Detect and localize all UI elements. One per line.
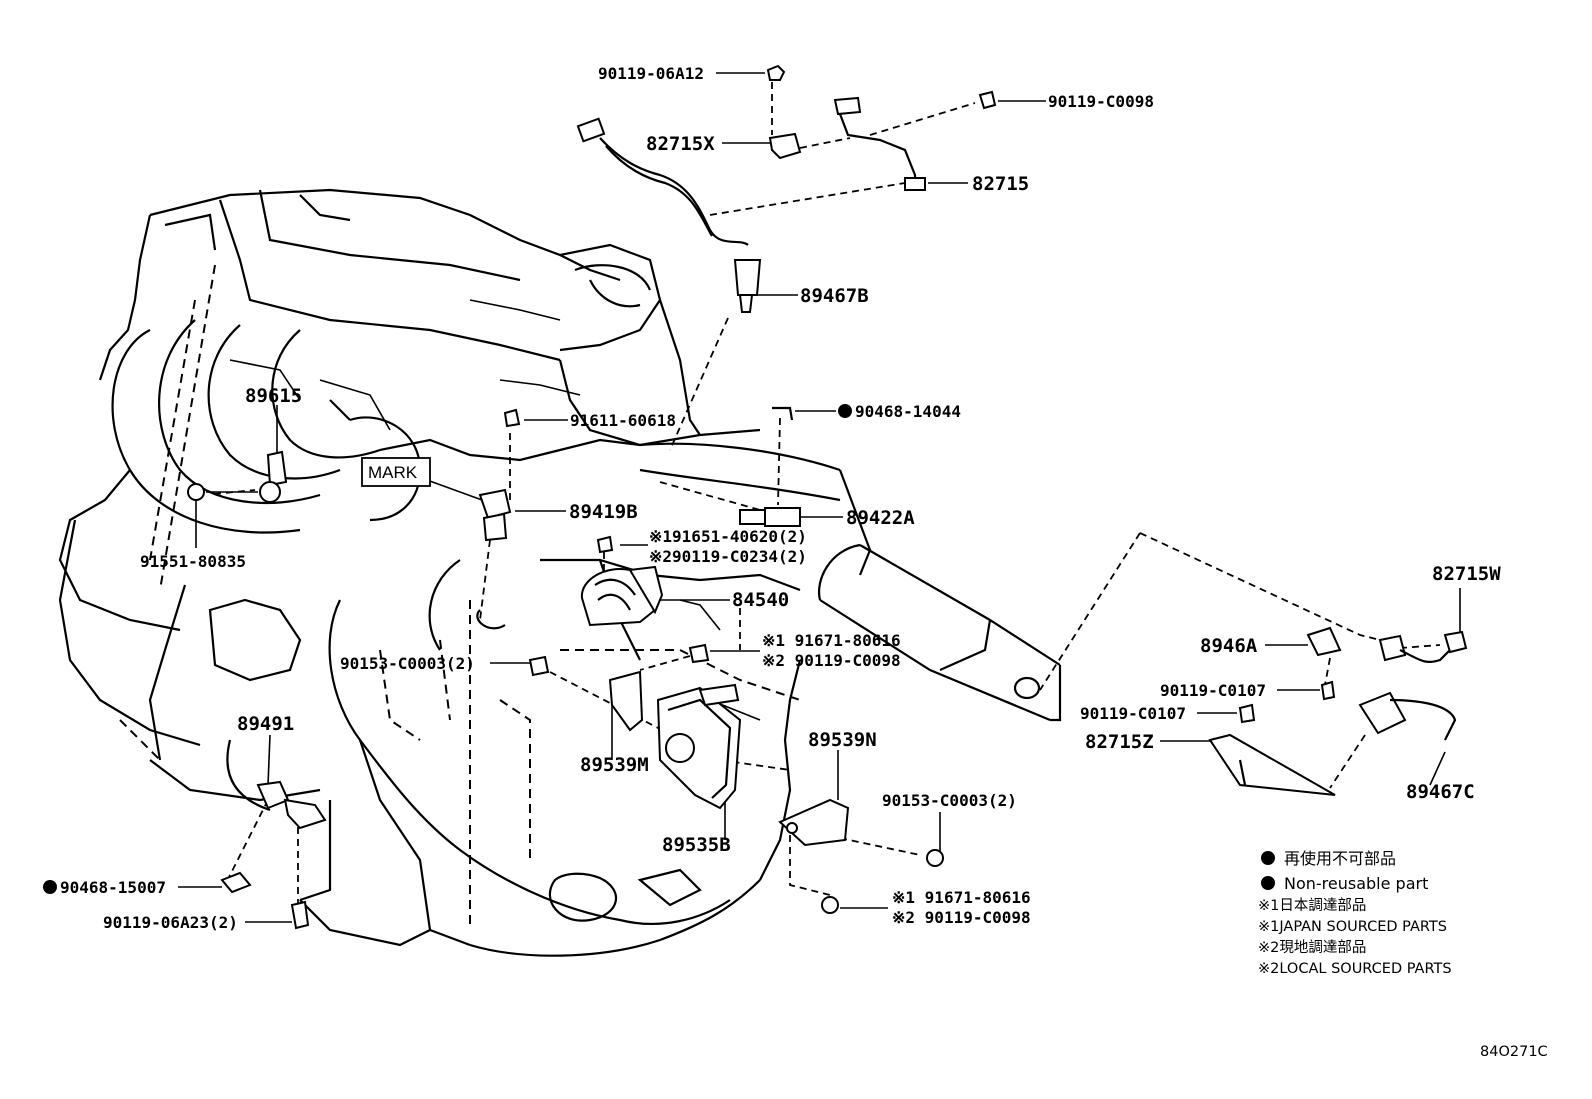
harness-82715 (833, 90, 997, 191)
non-reusable-marker (1261, 876, 1275, 890)
bracket-89539M (608, 670, 644, 732)
part-label: 82715W (1432, 563, 1501, 585)
sensor-89491 (220, 780, 327, 930)
ecu-89535B (656, 643, 742, 810)
part-label: 82715 (972, 173, 1029, 195)
sensor-harness-89467B (576, 117, 762, 313)
part-label: 91611-60618 (570, 411, 676, 430)
part-label: 90119-06A12 (598, 64, 704, 83)
part-label: 90153-C0003(2) (882, 791, 1017, 810)
speed-sensor-89419B (404, 408, 521, 542)
part-label: 89539M (580, 754, 649, 776)
temp-sensor-89422A (739, 406, 801, 527)
legend-note2-en: ※2LOCAL SOURCED PARTS (1258, 961, 1452, 977)
legend: 再使用不可部品 Non-reusable part ※1日本調達部品 ※1JAP… (1258, 849, 1452, 977)
part-label: 89535B (662, 834, 731, 856)
part-label: ※191651-40620(2) (649, 527, 807, 546)
mark-box: MARK (361, 457, 431, 487)
part-label: ※2 90119-C0098 (892, 908, 1031, 927)
part-label: 89491 (237, 713, 294, 735)
part-label: 90119-C0098 (1048, 92, 1154, 111)
legend-non-reusable-en: Non-reusable part (1284, 874, 1428, 893)
part-label: ※2 90119-C0098 (762, 651, 901, 670)
part-label: 89419B (569, 501, 638, 523)
part-label: 82715X (646, 133, 715, 155)
legend-note2-jp: ※2現地調達部品 (1258, 939, 1366, 956)
part-label: ※1 91671-80616 (762, 631, 901, 650)
part-label: 90468-15007 (60, 878, 166, 897)
part-label: 90119-C0107 (1080, 704, 1186, 723)
part-labels: 90119-06A12 90119-C0098 82715X 82715 894… (43, 64, 1501, 932)
part-label: 89539N (808, 729, 877, 751)
part-label: 84540 (732, 589, 789, 611)
part-label: 90468-14044 (855, 402, 961, 421)
mark-label: MARK (368, 463, 418, 482)
part-label: 91551-80835 (140, 552, 246, 571)
non-reusable-marker (43, 880, 57, 894)
bracket-89539N (778, 798, 944, 914)
part-label: 89422A (846, 507, 915, 529)
switch-84540 (528, 535, 664, 677)
non-reusable-marker (1261, 851, 1275, 865)
part-label: ※290119-C0234(2) (649, 547, 807, 566)
part-label: ※1 91671-80616 (892, 888, 1031, 907)
non-reusable-marker (838, 404, 852, 418)
part-label: 90153-C0003(2) (340, 654, 475, 673)
leader-lines (178, 72, 1461, 923)
diagram-code: 84O271C (1480, 1044, 1548, 1060)
part-label: 89467C (1406, 781, 1475, 803)
engine-outline (58, 188, 1062, 957)
part-label: 90119-C0107 (1160, 681, 1266, 700)
part-label: 90119-06A23(2) (103, 913, 238, 932)
legend-note1-jp: ※1日本調達部品 (1258, 897, 1366, 914)
knock-sensor-89615 (187, 450, 288, 503)
legend-note1-en: ※1JAPAN SOURCED PARTS (1258, 919, 1447, 935)
legend-non-reusable-jp: 再使用不可部品 (1284, 849, 1396, 868)
bracket-82715X (766, 64, 802, 160)
part-label: 89467B (800, 285, 869, 307)
sensor-89467C (1238, 626, 1468, 741)
part-label: 89615 (245, 385, 302, 407)
plate-82715Z (1208, 733, 1336, 796)
part-label: 82715Z (1085, 731, 1154, 753)
part-label: 8946A (1200, 635, 1258, 657)
